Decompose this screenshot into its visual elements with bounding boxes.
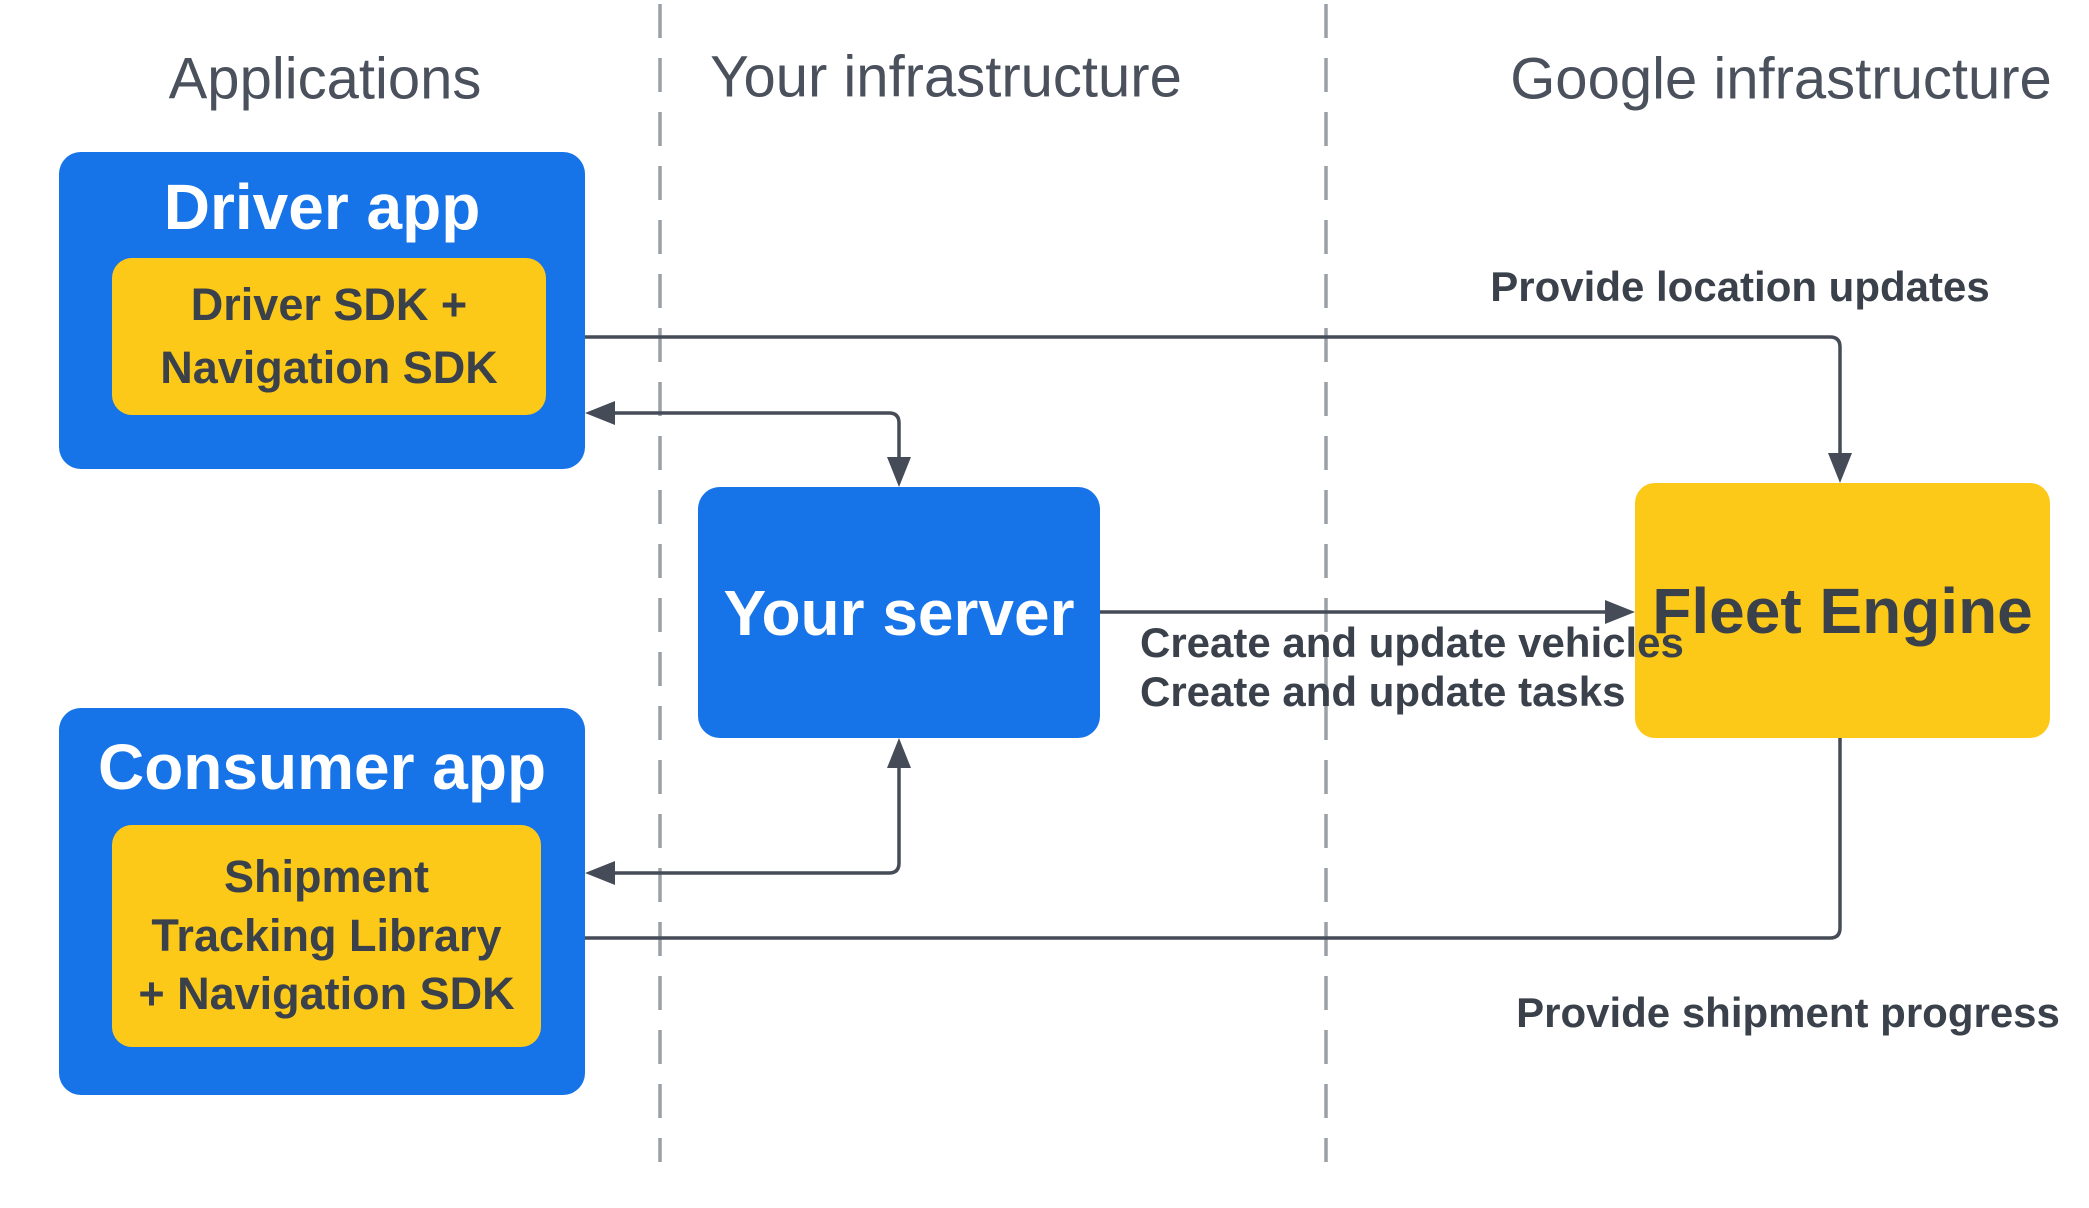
consumer-app-title: Consumer app	[97, 731, 547, 803]
driver-sdk-line1: Driver SDK +	[190, 279, 468, 331]
label-create-update: Create and update vehicles Create and up…	[1140, 618, 1684, 716]
arrowhead-into-your-server-bottom	[887, 738, 911, 768]
arrowhead-into-your-server-top	[887, 457, 911, 487]
your-server-title: Your server	[723, 576, 1075, 649]
label-provide-location-updates: Provide location updates	[1490, 263, 1990, 310]
column-header-your-infrastructure: Your infrastructure	[710, 44, 1182, 110]
arrowhead-into-fleet-engine-left	[1605, 600, 1635, 624]
shipment-library-line1: Shipment	[223, 851, 429, 903]
driver-sdk-label: Driver SDK + Navigation SDK	[160, 274, 498, 398]
column-header-applications: Applications	[168, 46, 482, 112]
arrowhead-into-fleet-engine-top	[1828, 453, 1852, 483]
node-driver-sdk: Driver SDK + Navigation SDK	[112, 258, 546, 415]
arrowhead-into-consumer-app	[585, 861, 615, 885]
node-consumer-app: Consumer app Shipment Tracking Library +…	[59, 708, 585, 1095]
label-provide-shipment-progress: Provide shipment progress	[1516, 989, 2060, 1036]
node-driver-app: Driver app Driver SDK + Navigation SDK	[59, 152, 585, 469]
edge-server-to-driver-app	[613, 411, 901, 459]
fleet-engine-title: Fleet Engine	[1652, 574, 2033, 647]
driver-sdk-line2: Navigation SDK	[160, 341, 498, 393]
node-fleet-engine: Fleet Engine	[1635, 483, 2050, 738]
node-your-server: Your server	[698, 487, 1100, 738]
edge-fleet-to-shipment-library	[569, 738, 1842, 940]
driver-app-title: Driver app	[163, 171, 481, 243]
column-header-google-infrastructure: Google infrastructure	[1510, 46, 2052, 112]
node-shipment-tracking-library: Shipment Tracking Library + Navigation S…	[112, 825, 541, 1047]
edge-server-to-consumer-app	[613, 766, 901, 875]
label-create-update-tasks: Create and update tasks	[1140, 668, 1626, 715]
shipment-library-label: Shipment Tracking Library + Navigation S…	[138, 848, 514, 1024]
shipment-library-line3: + Navigation SDK	[138, 968, 515, 1020]
label-create-update-vehicles: Create and update vehicles	[1140, 619, 1684, 666]
edge-fleet-to-driver-sdk	[574, 335, 1842, 455]
shipment-library-line2: Tracking Library	[151, 909, 502, 961]
arrowhead-into-driver-app	[585, 401, 615, 425]
